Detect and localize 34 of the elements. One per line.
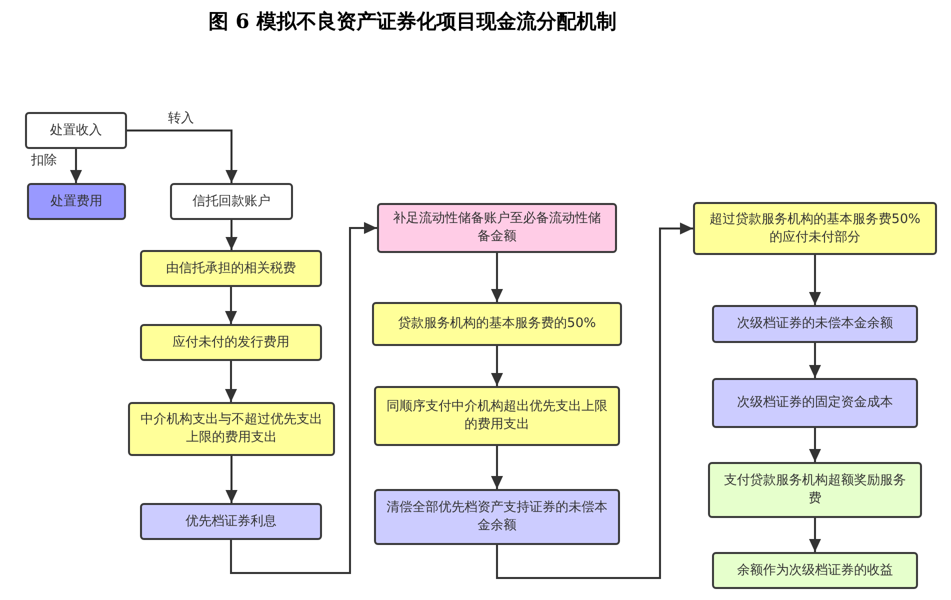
process-box: 超过贷款服务机构的基本服务费50%的应付未付部分 (693, 202, 937, 255)
figure-title: 图 6 模拟不良资产证券化项目现金流分配机制 (208, 8, 618, 35)
arrow (225, 287, 237, 324)
process-box: 次级档证券的未偿本金余额 (712, 305, 918, 343)
process-box: 贷款服务机构的基本服务费的50% (372, 302, 622, 346)
edge-label: 扣除 (30, 153, 58, 169)
process-box: 补足流动性储备账户至必备流动性储备金额 (377, 203, 617, 253)
process-box: 由信托承担的相关税费 (140, 250, 322, 287)
arrow (491, 346, 503, 386)
arrow (230, 222, 377, 574)
arrow (809, 518, 821, 552)
arrow (127, 130, 238, 183)
arrow (496, 222, 693, 579)
process-box: 同顺序支付中介机构超出优先支出上限的费用支出 (374, 386, 620, 446)
edge-label: 转入 (167, 110, 195, 126)
process-box: 处置收入 (25, 112, 127, 149)
arrow (809, 343, 821, 378)
arrow (70, 149, 82, 183)
arrow (491, 253, 503, 302)
process-box: 中介机构支出与不超过优先支出上限的费用支出 (128, 402, 335, 456)
process-box: 优先档证券利息 (140, 503, 322, 540)
arrow (225, 361, 237, 402)
process-box: 处置费用 (27, 183, 126, 220)
process-box: 次级档证券的固定资金成本 (712, 378, 918, 428)
process-box: 应付未付的发行费用 (140, 324, 322, 361)
arrow (809, 428, 821, 462)
process-box: 信托回款账户 (170, 183, 293, 220)
process-box: 余额作为次级档证券的收益 (712, 552, 918, 589)
arrow (809, 255, 821, 305)
arrow (226, 220, 238, 250)
arrow (491, 446, 503, 489)
process-box: 清偿全部优先档资产支持证券的未偿本金余额 (374, 489, 620, 545)
process-box: 支付贷款服务机构超额奖励服务费 (708, 462, 922, 518)
arrow (226, 456, 238, 503)
